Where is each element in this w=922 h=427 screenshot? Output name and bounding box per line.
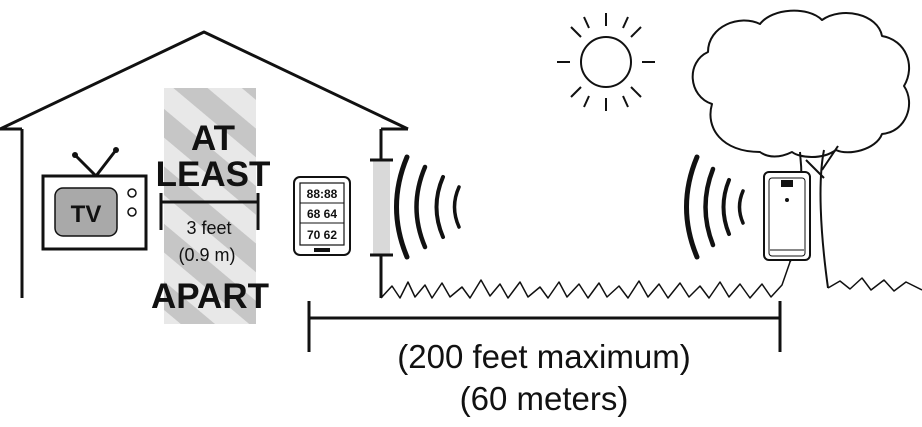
spacing-at: AT <box>191 119 235 158</box>
spacing-distance: 3 feet <box>186 218 231 238</box>
range-dimension-line <box>307 301 782 352</box>
outdoor-sensor <box>763 171 811 261</box>
tv: TV <box>41 147 148 251</box>
window <box>370 158 393 257</box>
signal-waves-indoor <box>394 154 461 260</box>
display-row-outdoor: 70 62 <box>307 228 337 242</box>
signal-waves-outdoor <box>684 154 745 260</box>
display-row-indoor: 68 64 <box>307 207 337 221</box>
range-metric: (60 meters) <box>460 380 629 417</box>
grass <box>380 261 922 299</box>
spacing-bracket <box>159 193 260 230</box>
sun-icon <box>557 13 655 111</box>
display-row-time: 88:88 <box>307 187 338 201</box>
spacing-least: LEAST <box>156 155 271 194</box>
house <box>0 30 409 298</box>
separation-band <box>164 88 256 324</box>
spacing-distance-metric: (0.9 m) <box>178 245 235 265</box>
tv-label: TV <box>71 201 102 228</box>
indoor-display-unit: 88:88 68 64 70 62 <box>293 176 351 256</box>
spacing-apart: APART <box>151 277 269 316</box>
range-imperial: (200 feet maximum) <box>397 338 690 375</box>
